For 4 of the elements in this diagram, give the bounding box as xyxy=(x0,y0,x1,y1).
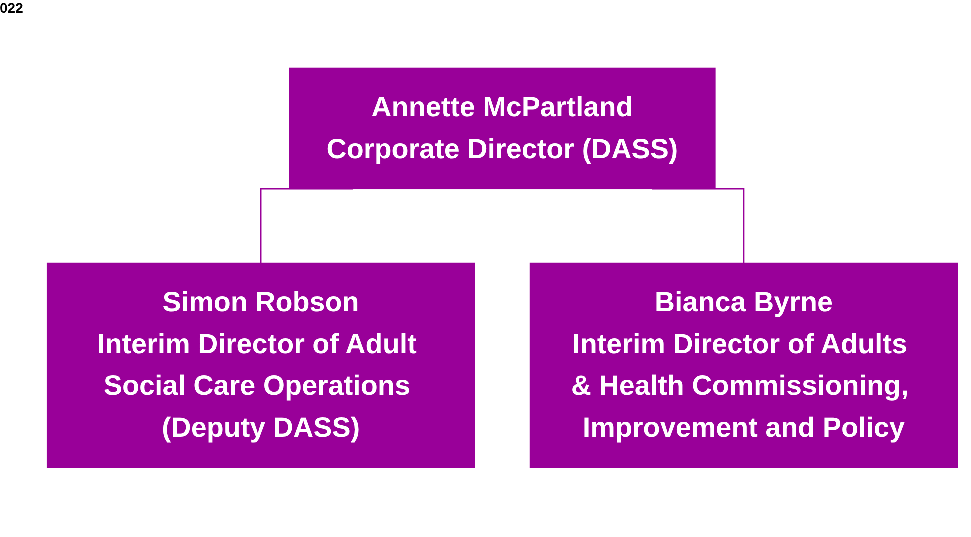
node-box: Simon Robson Interim Director of Adult Social Care Operations (Deputy DASS) xyxy=(46,262,476,468)
note-text: 022 xyxy=(0,0,24,16)
node-box: Bianca Byrne Interim Director of Adults & Health Commissioning, Improvement and Policy xyxy=(530,262,958,468)
node-box: Annette McPartland Corporate Director (DASS) xyxy=(289,68,716,190)
